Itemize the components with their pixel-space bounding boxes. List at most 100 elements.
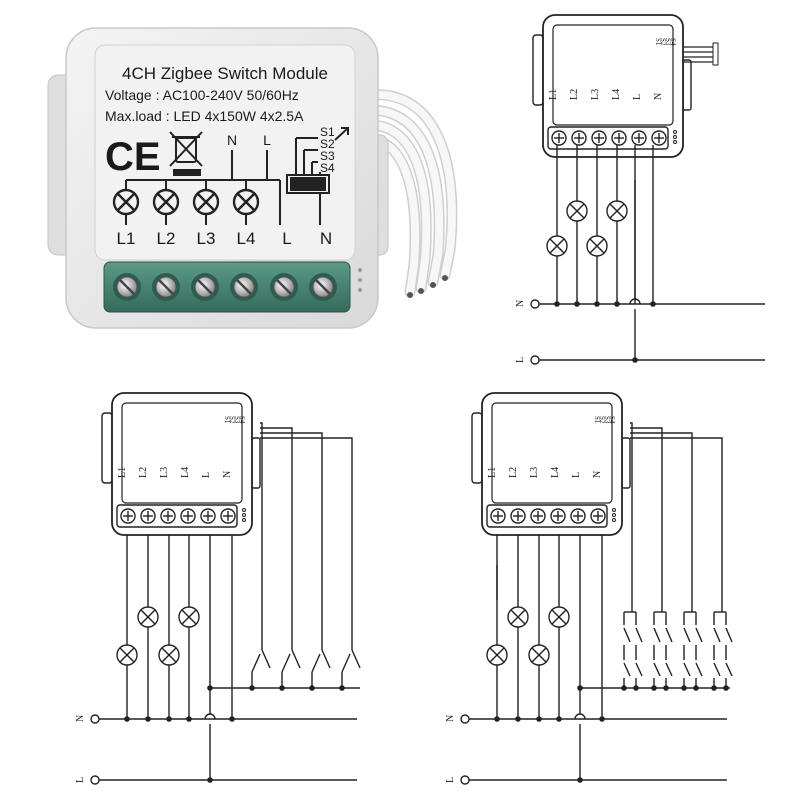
terminal-screw-icon [200,508,216,524]
vent-dot [612,518,616,522]
terminal-screw-icon [113,273,141,301]
junction-dot [279,685,285,691]
terminal-screw-icon [152,273,180,301]
junction-dot [723,685,729,691]
junction-dot [145,716,151,722]
terminal-screw-icon [631,130,647,146]
switch-icon [251,640,271,688]
junction-dot [621,685,627,691]
switch-icon [341,640,361,688]
terminal-screw-icon [220,508,236,524]
junction-dot [207,777,213,783]
diagram-a-terminal-label-2: L3 [590,89,601,100]
vent-dot [242,508,246,512]
switch-cable [630,427,663,581]
switch-icon [281,640,301,688]
module-title: 4CH Zigbee Switch Module [122,64,328,83]
lamp-icon [546,235,568,257]
diagram-c-terminal-label-3: L4 [550,467,561,478]
switch-cable [630,437,723,557]
cable-end [712,42,719,66]
junction-dot [536,716,542,722]
junction-dot [577,777,583,783]
lamp-icon [192,188,220,216]
diagram-a-terminal-label-5: N [653,93,664,100]
terminal-screw-icon [160,508,176,524]
vent-dot [673,135,677,139]
vent-dot [242,518,246,522]
module-top-label-n: N [227,132,237,148]
diagram-c-terminal-label-2: L3 [529,467,540,478]
diagram-b-line-label-l: L [75,777,86,783]
ce-mark: CE [105,135,161,179]
terminal-screw-icon [551,130,567,146]
junction-dot [599,716,605,722]
junction-dot [309,685,315,691]
switch-cable [630,432,693,569]
terminal-screw-icon [651,130,667,146]
diagram-b-terminal-label-0: L1 [117,467,128,478]
diagram-c-switch-label-s2: S2 [598,416,606,424]
module-top-label-l: L [263,132,271,148]
switch-icon [653,581,673,688]
diagram-b-terminal-label-4: L [201,472,212,478]
diagram-c-terminal-label-5: N [592,471,603,478]
module-voltage: Voltage : AC100-240V 50/60Hz [105,87,299,103]
supply-terminal [530,299,540,309]
junction-dot [339,685,345,691]
diagram-b-switch-label-s3: S3 [233,416,241,424]
diagram-b-terminal-label-3: L4 [180,467,191,478]
lamp-icon [112,188,140,216]
wire-crossover [629,298,641,305]
lamp-icon [137,606,159,628]
diagram-a-line-label-l: L [515,357,526,363]
lamp-icon [116,644,138,666]
lamp-icon [507,606,529,628]
vent-dot [612,513,616,517]
diagram-a-terminal-label-1: L2 [569,89,580,100]
terminal-screw-icon [120,508,136,524]
lamp-icon [528,644,550,666]
lamp-icon [566,200,588,222]
module-switch-s1: S1 [320,125,335,139]
lamp-icon [486,644,508,666]
terminal-screw-icon [180,508,196,524]
module-switch-s3: S3 [320,149,335,163]
switch-icon [623,593,643,688]
diagram-b-line-label-n: N [75,715,86,722]
module-load-l3: L3 [197,229,216,248]
terminal-screw-icon [530,508,546,524]
diagram-a-terminal-label-0: L1 [548,89,559,100]
lamp-icon [152,188,180,216]
terminal-screw-icon [230,273,258,301]
diagram-a-switch-label-s4: S4 [669,38,677,46]
junction-dot [515,716,521,722]
diagram-c-terminal-label-0: L1 [487,467,498,478]
switch-cable [260,437,353,557]
junction-dot [166,716,172,722]
module-label: 4CH Zigbee Switch Module Voltage : AC100… [105,64,349,248]
module-load-labels: L1 L2 L3 L4 L N [117,229,333,248]
diagram-c-switch-label-s3: S3 [603,416,611,424]
junction-dot [681,685,687,691]
vent-dot [673,130,677,134]
module-lamp-symbols [112,188,260,216]
switch-cable [630,422,633,593]
junction-dot [614,301,620,307]
module-schematic [125,127,349,225]
module-load-l4: L4 [237,229,256,248]
junction-dot [574,301,580,307]
junction-dot [693,685,699,691]
junction-dot [556,716,562,722]
diagram-a-terminal-label-4: L [632,94,643,100]
junction-dot [651,685,657,691]
junction-dot [494,716,500,722]
junction-dot [594,301,600,307]
terminal-screw-icon [570,508,586,524]
terminal-screw-icon [270,273,298,301]
junction-dot [124,716,130,722]
vent-dot [612,508,616,512]
junction-dot [577,685,583,691]
